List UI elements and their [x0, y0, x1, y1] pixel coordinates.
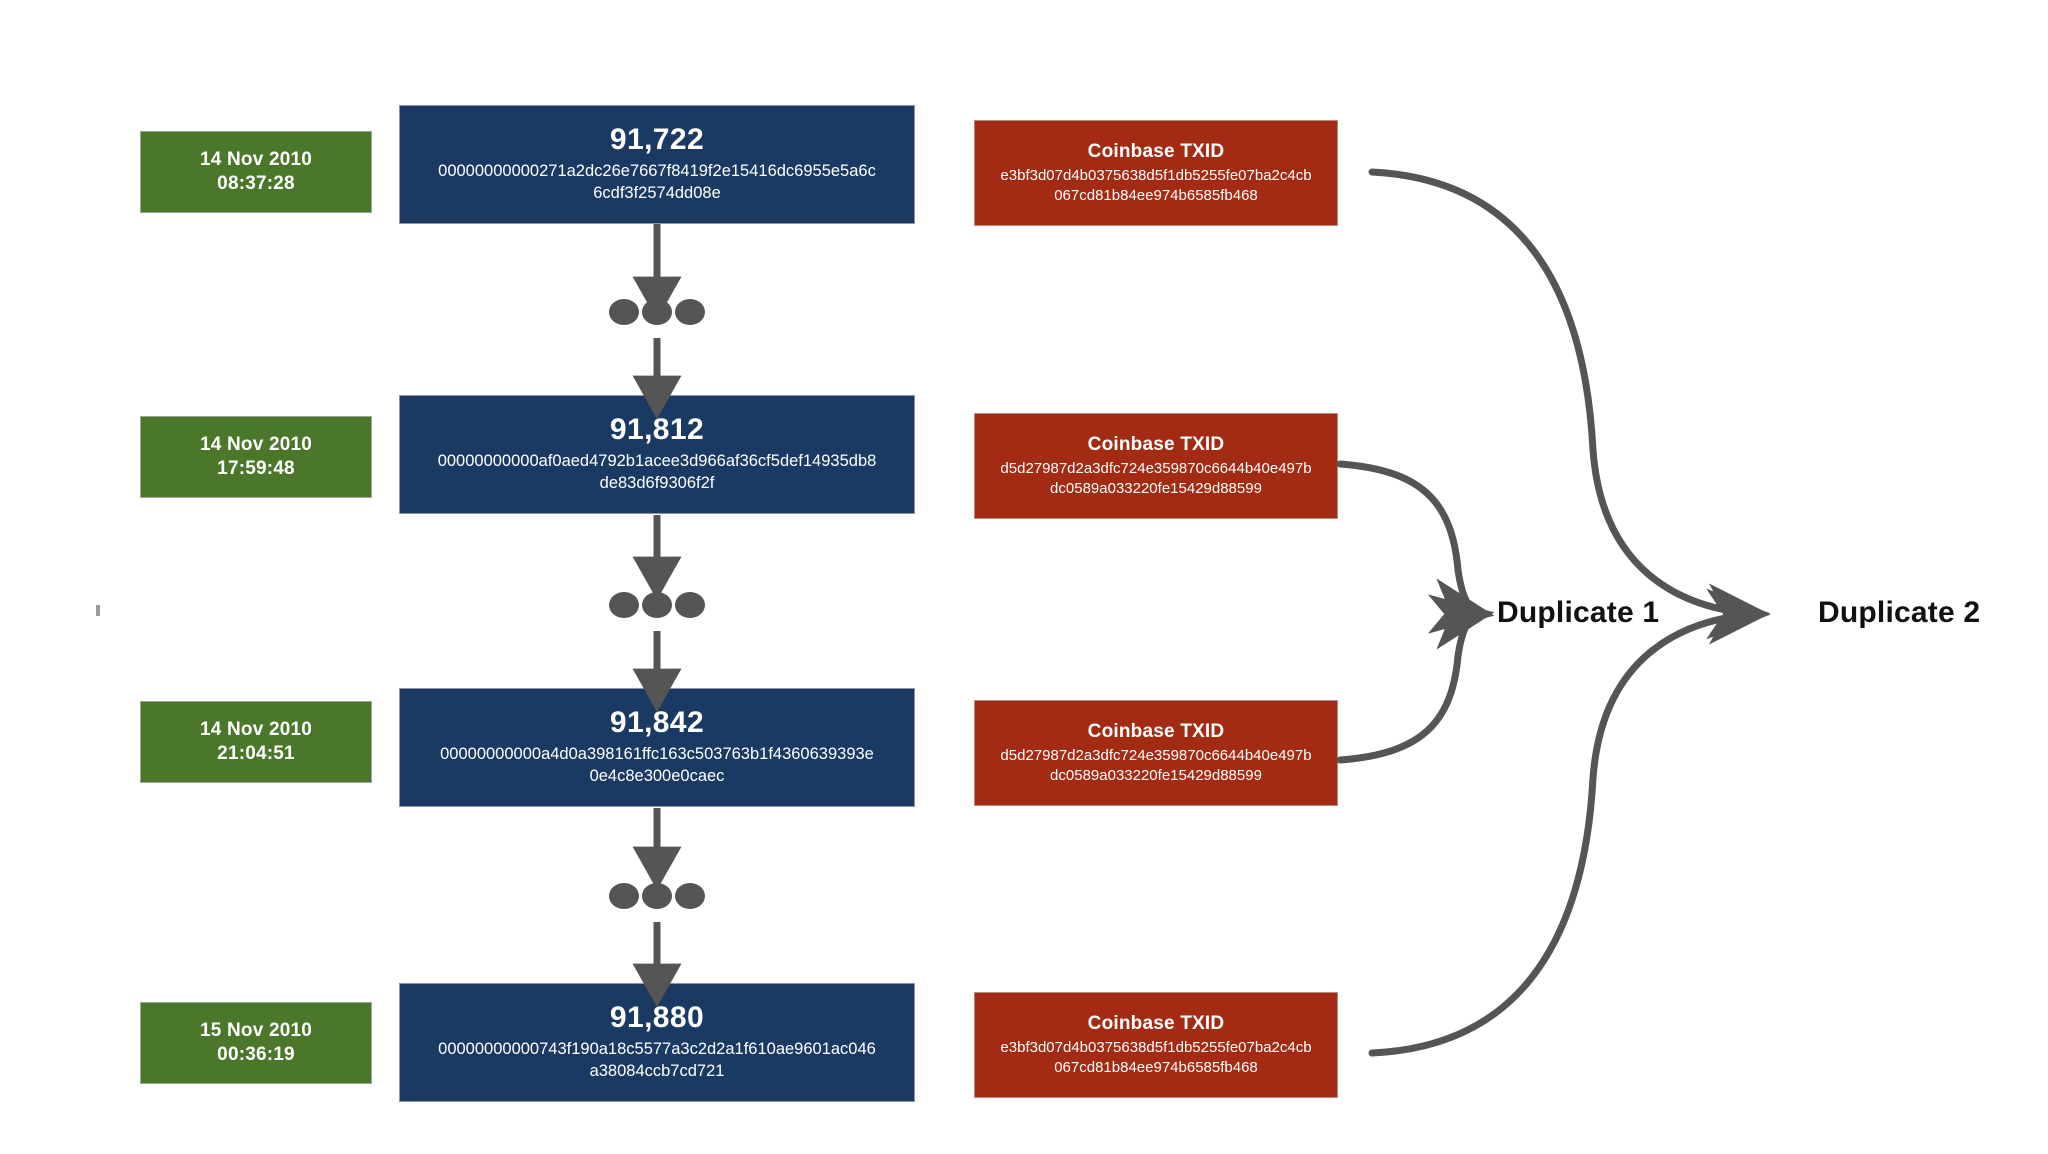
coinbase-txid-value: d5d27987d2a3dfc724e359870c6644b40e497bdc…: [1000, 459, 1312, 497]
duplicate-2-curve-upper: [1368, 168, 1771, 640]
duplicate-1-curve-upper: [1336, 460, 1495, 634]
coinbase-txid-box-2: Coinbase TXID d5d27987d2a3dfc724e359870c…: [974, 700, 1338, 806]
timestamp-box-2: 14 Nov 2010 21:04:51: [140, 701, 372, 783]
block-box-91722: 91,722 00000000000271a2dc26e7667f8419f2e…: [399, 105, 915, 224]
timestamp-time: 17:59:48: [217, 458, 295, 479]
duplicate-2-curve-lower: [1368, 588, 1771, 1057]
coinbase-txid-title: Coinbase TXID: [1087, 140, 1225, 162]
duplicate-1-curve-lower: [1336, 594, 1495, 764]
timestamp-date: 14 Nov 2010: [199, 718, 313, 740]
block-hash: 00000000000a4d0a398161ffc163c503763b1f43…: [440, 745, 874, 785]
coinbase-txid-box-0: Coinbase TXID e3bf3d07d4b0375638d5f1db52…: [974, 120, 1338, 226]
timestamp-date: 14 Nov 2010: [199, 148, 313, 170]
block-height: 91,722: [609, 123, 705, 157]
timestamp-time: 08:37:28: [217, 173, 295, 194]
block-box-91842: 91,842 00000000000a4d0a398161ffc163c5037…: [399, 688, 915, 807]
block-hash: 00000000000743f190a18c5577a3c2d2a1f610ae…: [438, 1040, 876, 1080]
timestamp-box-1: 14 Nov 2010 17:59:48: [140, 416, 372, 498]
block-hash: 00000000000271a2dc26e7667f8419f2e15416dc…: [438, 162, 876, 202]
block-box-91812: 91,812 00000000000af0aed4792b1acee3d966a…: [399, 395, 915, 514]
timestamp-date: 14 Nov 2010: [199, 433, 313, 455]
coinbase-txid-box-1: Coinbase TXID d5d27987d2a3dfc724e359870c…: [974, 413, 1338, 519]
ellipsis-dots-2: [609, 883, 705, 909]
ellipsis-dots-1: [609, 592, 705, 618]
timestamp-time: 00:36:19: [217, 1044, 295, 1065]
coinbase-txid-title: Coinbase TXID: [1087, 433, 1225, 455]
coinbase-txid-value: e3bf3d07d4b0375638d5f1db5255fe07ba2c4cb0…: [1000, 166, 1312, 204]
timestamp-date: 15 Nov 2010: [199, 1019, 313, 1041]
block-height: 91,842: [609, 706, 705, 740]
block-box-91880: 91,880 00000000000743f190a18c5577a3c2d2a…: [399, 983, 915, 1102]
stray-mark: [96, 605, 100, 616]
ellipsis-dots-0: [609, 299, 705, 325]
coinbase-txid-box-3: Coinbase TXID e3bf3d07d4b0375638d5f1db52…: [974, 992, 1338, 1098]
timestamp-box-0: 14 Nov 2010 08:37:28: [140, 131, 372, 213]
duplicate-1-label: Duplicate 1: [1497, 596, 1660, 629]
coinbase-txid-title: Coinbase TXID: [1087, 720, 1225, 742]
coinbase-txid-title: Coinbase TXID: [1087, 1012, 1225, 1034]
duplicate-2-label: Duplicate 2: [1818, 596, 1981, 629]
coinbase-txid-value: d5d27987d2a3dfc724e359870c6644b40e497bdc…: [1000, 746, 1312, 784]
timestamp-time: 21:04:51: [217, 743, 295, 764]
block-height: 91,812: [609, 413, 705, 447]
block-height: 91,880: [609, 1001, 705, 1035]
block-hash: 00000000000af0aed4792b1acee3d966af36cf5d…: [437, 452, 877, 492]
timestamp-box-3: 15 Nov 2010 00:36:19: [140, 1002, 372, 1084]
coinbase-txid-value: e3bf3d07d4b0375638d5f1db5255fe07ba2c4cb0…: [1000, 1038, 1312, 1076]
